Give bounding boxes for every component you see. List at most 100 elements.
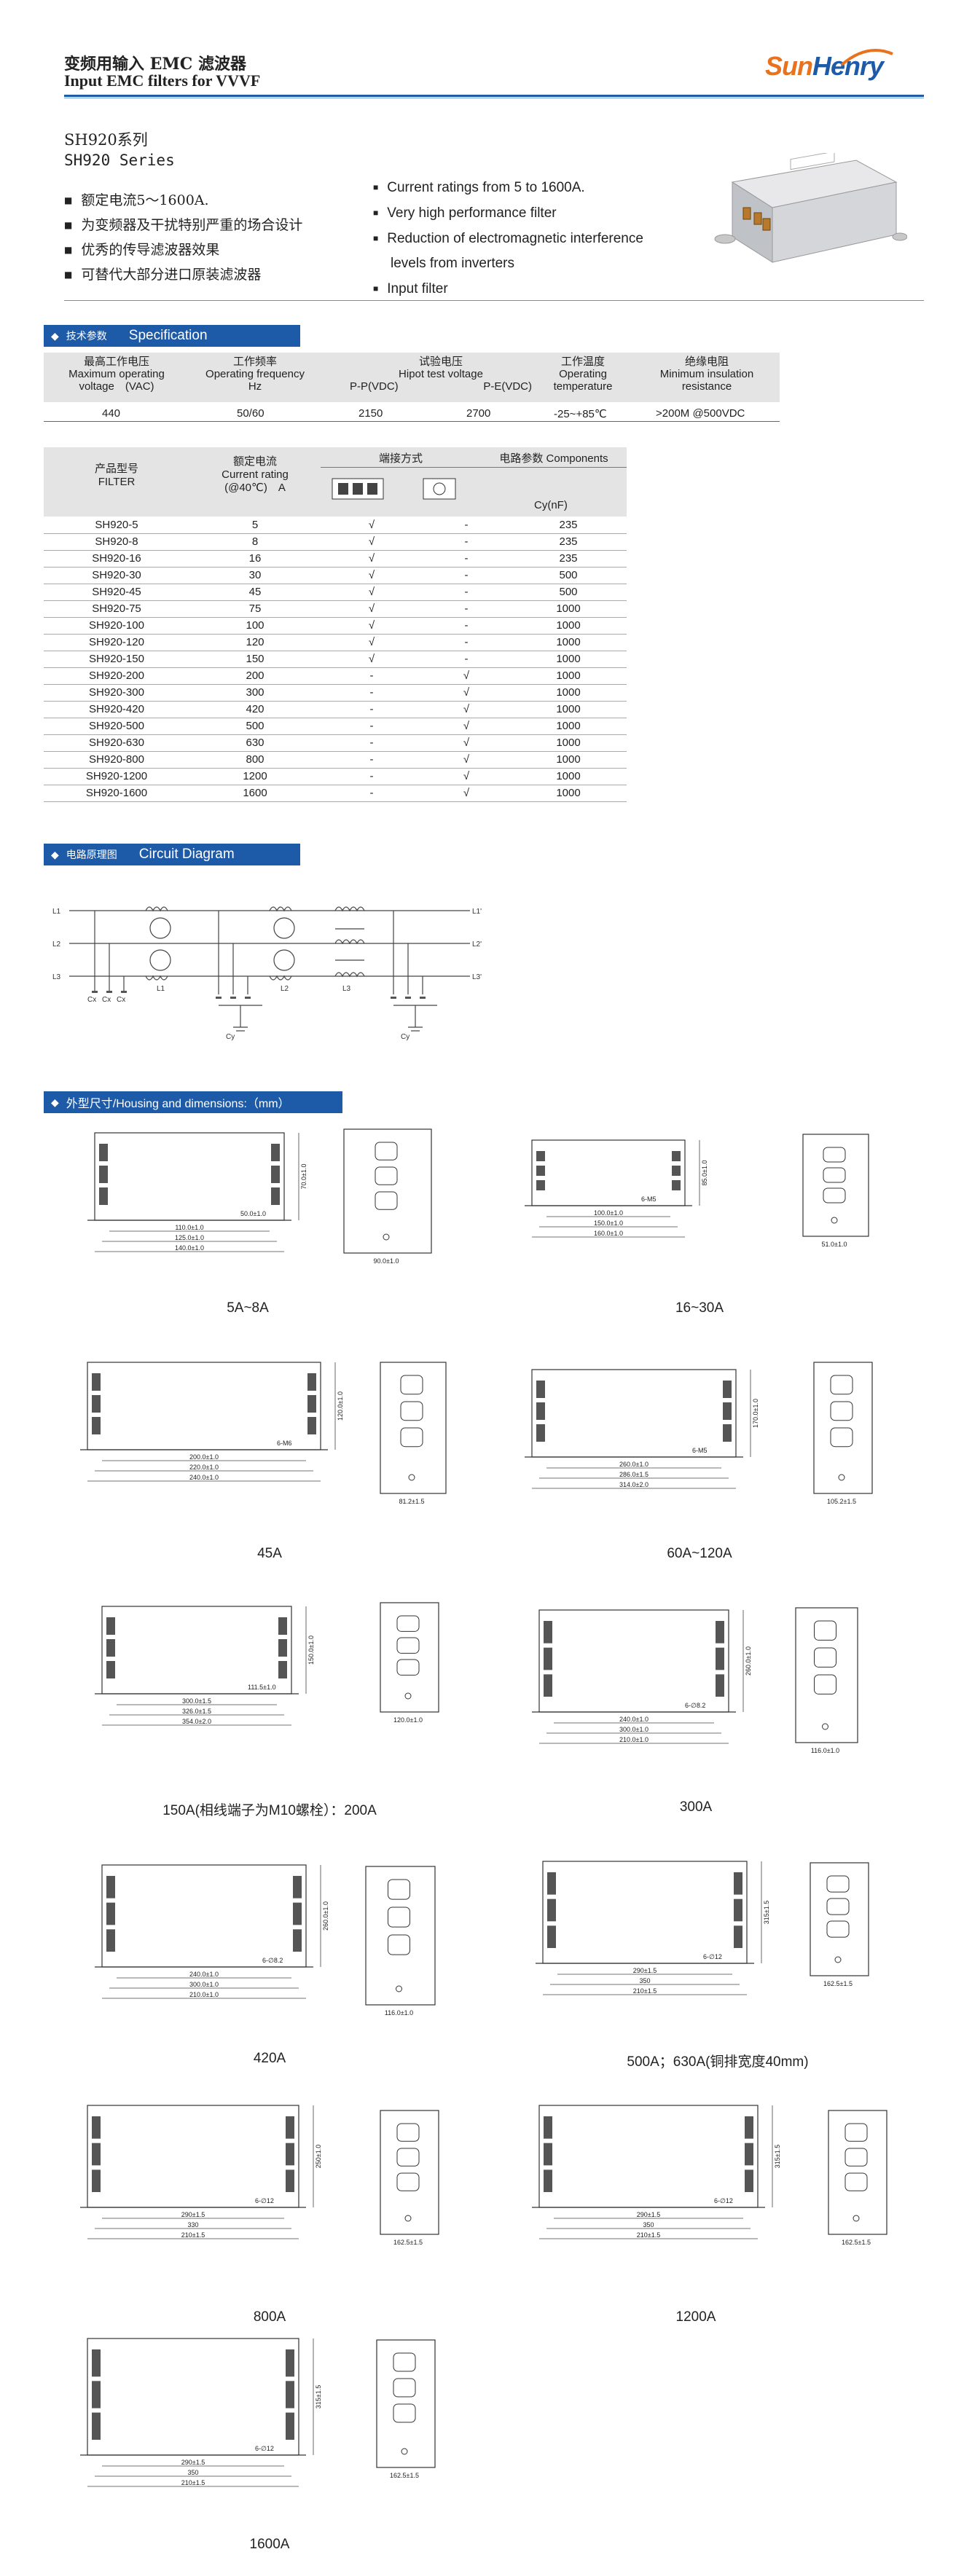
filter-model-cell: SH920-200 <box>44 667 189 685</box>
filter-current-cell: 16 <box>189 550 321 568</box>
logo-swoosh-icon <box>840 49 893 66</box>
filter-header-current-en: Current rating <box>222 468 289 481</box>
dimension-note: 6-M5 <box>692 1447 708 1454</box>
feature-en-item: Reduction of electromagnetic interferenc… <box>373 226 643 251</box>
filter-body-outline <box>87 2338 299 2456</box>
housing-section-header: ◆ 外型尺寸/Housing and dimensions:（mm） <box>44 1091 342 1113</box>
terminal-slot-icon <box>826 1875 850 1893</box>
spec-value-pp: 2150 <box>358 407 383 420</box>
filter-body-outline <box>538 1609 729 1713</box>
terminal-icon <box>278 1639 287 1657</box>
filter-terminal-block-cell: - <box>321 718 423 735</box>
filter-header-components: 电路参数 Components <box>481 450 627 468</box>
terminal-icon <box>286 2381 294 2408</box>
terminal-slot-icon <box>393 2378 416 2398</box>
terminal-icon <box>92 2169 101 2192</box>
terminal-icon <box>106 1902 115 1925</box>
terminal-slot-icon <box>826 1920 850 1938</box>
diamond-icon: ◆ <box>51 329 59 342</box>
filter-current-cell: 8 <box>189 533 321 551</box>
terminal-icon <box>92 1373 101 1391</box>
ground-stud-icon <box>401 2448 408 2455</box>
terminal-icon <box>716 1647 724 1670</box>
spec-header-en: Maximum operating <box>68 368 165 380</box>
spec-values-row: 440 50/60 2150 2700 -25~+85℃ >200M @500V… <box>44 407 780 420</box>
terminal-icon <box>723 1424 732 1442</box>
terminal-icon <box>544 2116 552 2139</box>
terminal-icon <box>92 2143 101 2166</box>
side-view-d3: 81.2±1.5 <box>380 1362 447 1505</box>
filter-current-cell: 100 <box>189 617 321 635</box>
terminal-icon <box>271 1166 280 1183</box>
terminal-slot-icon <box>393 2352 416 2372</box>
dimension-value: 326.0±1.5 <box>182 1708 211 1715</box>
terminal-icon <box>716 1621 724 1644</box>
filter-terminal-bolt-cell: - <box>423 533 510 551</box>
filter-cy-cell: 1000 <box>510 734 627 752</box>
features-cn-list: 额定电流5～1600A. 为变频器及干扰特别严重的场合设计 优秀的传导滤波器效果… <box>64 188 302 287</box>
dimension-value: 210.0±1.0 <box>619 1736 648 1743</box>
filter-cy-cell: 1000 <box>510 651 627 668</box>
terminal-slot-icon <box>845 2148 868 2167</box>
filter-body-outline <box>101 1606 292 1695</box>
filter-cy-cell: 1000 <box>510 634 627 651</box>
ground-stud-icon <box>822 1723 828 1730</box>
filter-current-cell: 1200 <box>189 768 321 785</box>
spec-col-voltage: 最高工作电压 Maximum operating voltage (VAC) <box>44 356 189 393</box>
dimension-value: 110.0±1.0 <box>175 1224 203 1231</box>
side-view-d1: 90.0±1.0 <box>343 1128 432 1265</box>
filter-cy-cell: 1000 <box>510 667 627 685</box>
ground-stud-icon <box>831 1217 838 1224</box>
dimension-value: 300.0±1.0 <box>189 1981 219 1988</box>
terminal-icon <box>544 1674 552 1697</box>
terminal-icon <box>536 1180 545 1190</box>
filter-terminal-bolt-cell: √ <box>423 734 510 752</box>
filter-header-model-en: FILTER <box>98 476 136 488</box>
filter-cy-cell: 1000 <box>510 785 627 802</box>
spec-header-en2: temperature <box>553 380 613 393</box>
dimension-note: 6-∅12 <box>703 1953 722 1960</box>
filter-header-current-cn: 额定电流 <box>232 455 277 468</box>
ground-stud-icon <box>404 1692 412 1700</box>
dimension-note: 6-∅12 <box>714 2197 733 2204</box>
terminal-slot-icon <box>814 1647 836 1668</box>
terminal-slot-icon <box>400 1375 423 1395</box>
filter-current-cell: 120 <box>189 634 321 651</box>
terminal-slot-icon <box>396 1637 420 1654</box>
filter-model-cell: SH920-630 <box>44 734 189 752</box>
terminal-icon <box>672 1151 681 1161</box>
terminal-icon <box>544 1647 552 1670</box>
terminal-icon <box>92 2412 101 2440</box>
terminal-slot-icon <box>400 1427 423 1448</box>
filter-body-outline <box>101 1864 307 1968</box>
logo-henry: Henry <box>812 51 884 81</box>
filter-current-cell: 45 <box>189 584 321 601</box>
drawing-caption: 60A~120A <box>667 1546 732 1561</box>
filter-terminal-bolt-cell: - <box>423 517 510 534</box>
terminal-slot-icon <box>388 1934 410 1955</box>
ground-stud-icon <box>404 2215 412 2222</box>
dimension-value: 330 <box>187 2221 198 2229</box>
circuit-section-header: ◆ 电路原理图 Circuit Diagram <box>44 844 300 865</box>
filter-current-cell: 1600 <box>189 785 321 802</box>
filter-body-outline <box>87 1362 321 1450</box>
circuit-label-l1-out: L1' <box>472 908 482 916</box>
spec-section-en: Specification <box>128 328 208 343</box>
filter-header-current: 额定电流 Current rating (@40℃) A <box>189 455 321 495</box>
terminal-icon <box>286 2169 294 2192</box>
filter-cy-cell: 235 <box>510 550 627 568</box>
filter-model-cell: SH920-5 <box>44 517 189 534</box>
spec-header-en2: voltage (VAC) <box>79 380 154 393</box>
spec-header-cn: 绝缘电阻 <box>684 356 729 368</box>
filter-model-cell: SH920-1600 <box>44 785 189 802</box>
filter-terminal-block-cell: - <box>321 701 423 718</box>
dimension-value: 290±1.5 <box>633 1967 657 1974</box>
terminal-icon <box>92 2381 101 2408</box>
